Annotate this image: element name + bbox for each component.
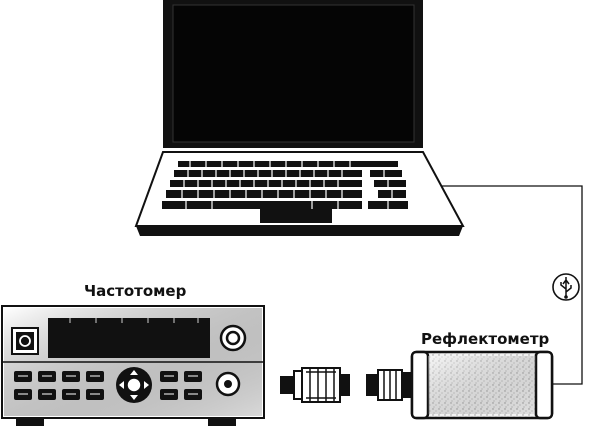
usb-icon — [552, 273, 580, 301]
laptop — [134, 0, 465, 236]
reflectometer — [410, 350, 554, 420]
usb-cable — [430, 185, 583, 385]
laptop-screen — [172, 4, 415, 143]
counter-display — [48, 318, 210, 358]
counter-navigation-pad — [116, 367, 152, 403]
reflectometer-label: Рефлектометр — [421, 330, 550, 348]
frequency-counter — [1, 305, 265, 426]
coaxial-adapters — [280, 367, 412, 403]
frequency-counter-label: Частотомер — [84, 282, 187, 300]
laptop-touchpad — [260, 209, 332, 223]
